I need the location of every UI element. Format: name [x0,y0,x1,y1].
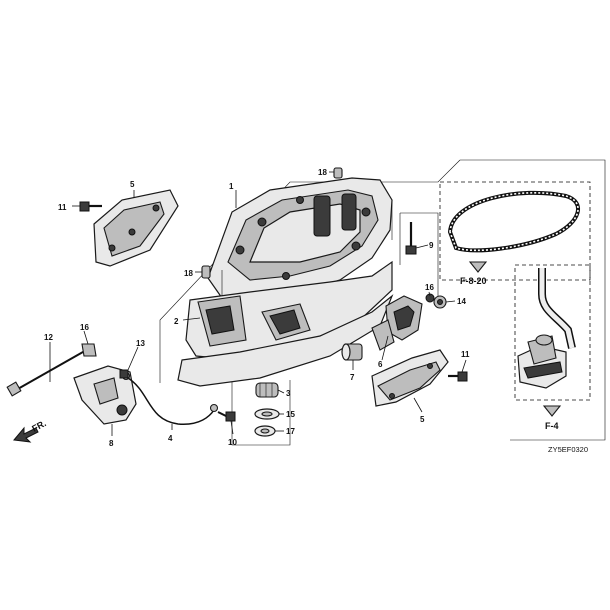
callout-8: 8 [109,439,114,448]
ref-arrow-f4 [542,405,562,417]
callout-5-lower: 5 [420,415,425,424]
callout-10: 10 [228,438,237,447]
reference-f-8-20: F-8-20 [460,276,487,286]
callout-13: 13 [136,339,145,348]
part-13-bolt [119,369,129,379]
callout-18-left: 18 [184,269,193,278]
callout-1: 1 [229,182,234,191]
callout-14: 14 [457,297,466,306]
front-direction-arrow-icon [13,426,39,443]
callout-11-left: 11 [58,203,67,212]
part-11-bolt-right [448,371,468,382]
callout-9: 9 [429,241,434,250]
part-3-bushing-stack [254,382,280,437]
callout-2: 2 [174,317,179,326]
part-1-housing [207,177,393,301]
part-5-cover-right [371,349,449,407]
part-2-lower-case [177,260,394,387]
assembly-outline [159,159,606,446]
part-16-washer-left [81,343,97,357]
seal-ring-f820 [447,190,580,253]
part-7-collar [341,343,363,361]
part-11-bolt-left [79,201,102,212]
callout-18-top: 18 [318,168,327,177]
callout-12: 12 [44,333,53,342]
callout-16-right: 16 [425,283,434,292]
reference-f-4: F-4 [545,421,559,431]
callout-3: 3 [286,389,291,398]
front-direction-label: FR. [30,418,47,434]
assembly-outline-right [399,212,439,300]
part-12-bolt [6,347,91,397]
callout-5-upper: 5 [130,180,135,189]
part-5-cover-left [93,189,179,267]
part-6-mount [371,295,423,351]
callout-7: 7 [350,373,355,382]
callout-6: 6 [378,360,383,369]
callout-16-left: 16 [80,323,89,332]
part-10-bolt [217,411,236,422]
part-8-bracket [73,365,137,425]
pump-assembly-f4 [517,268,576,389]
inset-box-f820 [439,181,591,281]
part-18-plug-top [333,167,343,179]
part-16-washer-right [425,293,435,303]
part-9-bolt [405,222,417,255]
callout-11-right: 11 [461,350,470,359]
drawing-code: ZY5EF0320 [548,445,588,454]
leader-lines [49,171,467,436]
ref-arrow-f820 [468,261,488,273]
inset-box-f4 [514,264,591,401]
callout-17: 17 [286,427,295,436]
callout-15: 15 [286,410,295,419]
part-14-nut [433,295,447,309]
part-18-plug-left [201,265,211,279]
callout-4: 4 [168,434,173,443]
